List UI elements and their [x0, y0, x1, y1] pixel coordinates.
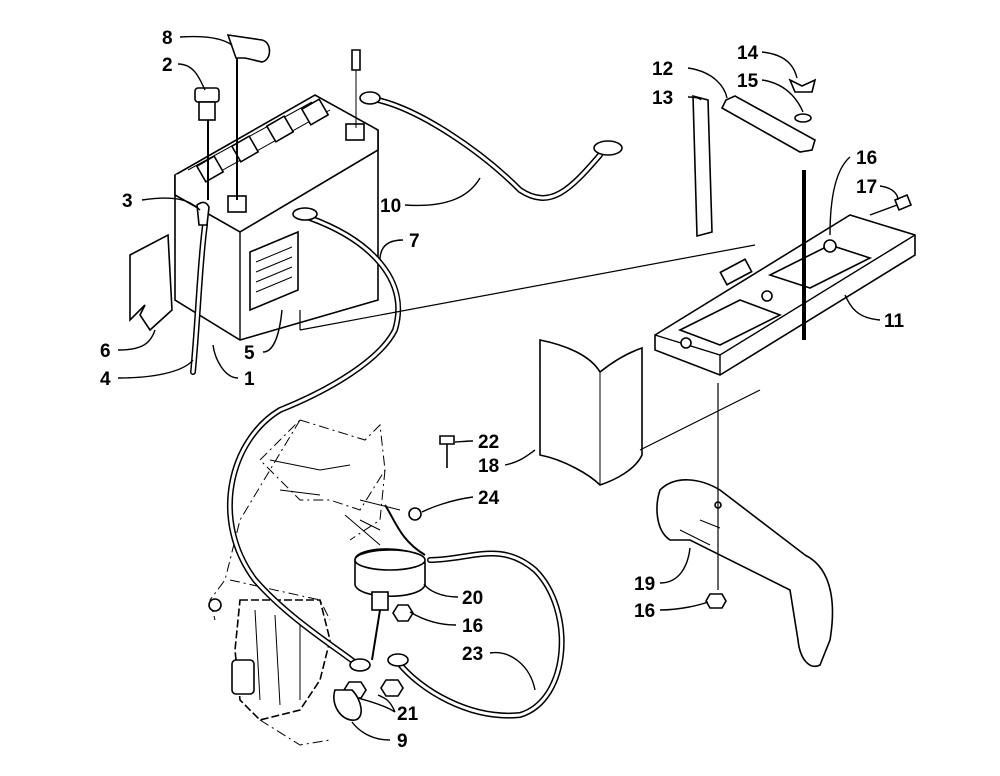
- callout-3: 3: [122, 191, 133, 212]
- callout-19: 19: [634, 574, 655, 595]
- mounting-bracket: [656, 479, 834, 667]
- callout-11: 11: [884, 311, 905, 332]
- callout-21: 21: [397, 704, 419, 725]
- hold-down-rod: [692, 94, 713, 238]
- callout-24: 24: [478, 488, 500, 509]
- guide-lines: [299, 244, 761, 590]
- heat-shield: [539, 339, 643, 486]
- callout-16: 16: [856, 148, 877, 169]
- callout-6: 6: [100, 341, 111, 362]
- callout-16b: 16: [462, 616, 483, 637]
- callout-10: 10: [380, 196, 401, 217]
- callout-12: 12: [652, 59, 673, 80]
- callout-9: 9: [397, 731, 408, 752]
- fasteners: [333, 435, 455, 721]
- hold-down-strap: [720, 95, 816, 153]
- negative-cable: [226, 207, 402, 672]
- callout-17: 17: [856, 177, 877, 198]
- leader-lines: [117, 35, 899, 741]
- callout-18: 18: [478, 456, 499, 477]
- callout-13: 13: [652, 88, 673, 109]
- callout-2: 2: [162, 55, 173, 76]
- callout-16c: 16: [634, 601, 655, 622]
- battery-tray: [654, 214, 916, 376]
- callout-8: 8: [162, 28, 173, 49]
- callout-1: 1: [244, 369, 255, 390]
- callouts: 8 2 3 6 4 5 1 10 7 12 13 14 15 16 17 11 …: [100, 28, 905, 752]
- vent-tube: [190, 201, 210, 375]
- callout-5: 5: [244, 343, 255, 364]
- vent-plug: [194, 87, 220, 121]
- callout-7: 7: [409, 231, 420, 252]
- screw: [893, 193, 913, 212]
- washer: [794, 113, 812, 123]
- callout-22: 22: [478, 432, 499, 453]
- callout-4: 4: [100, 369, 111, 390]
- positive-cable: [351, 49, 623, 201]
- bracket-nut: [705, 593, 727, 609]
- starter-cable: [384, 504, 565, 719]
- callout-20: 20: [462, 588, 483, 609]
- solenoid: [354, 548, 426, 661]
- callout-14: 14: [737, 43, 759, 64]
- battery: [174, 94, 379, 341]
- terminal-boot: [226, 34, 271, 63]
- wing-nut: [788, 78, 817, 93]
- callout-23: 23: [462, 644, 483, 665]
- battery-shield: [129, 233, 173, 332]
- callout-15: 15: [737, 71, 759, 92]
